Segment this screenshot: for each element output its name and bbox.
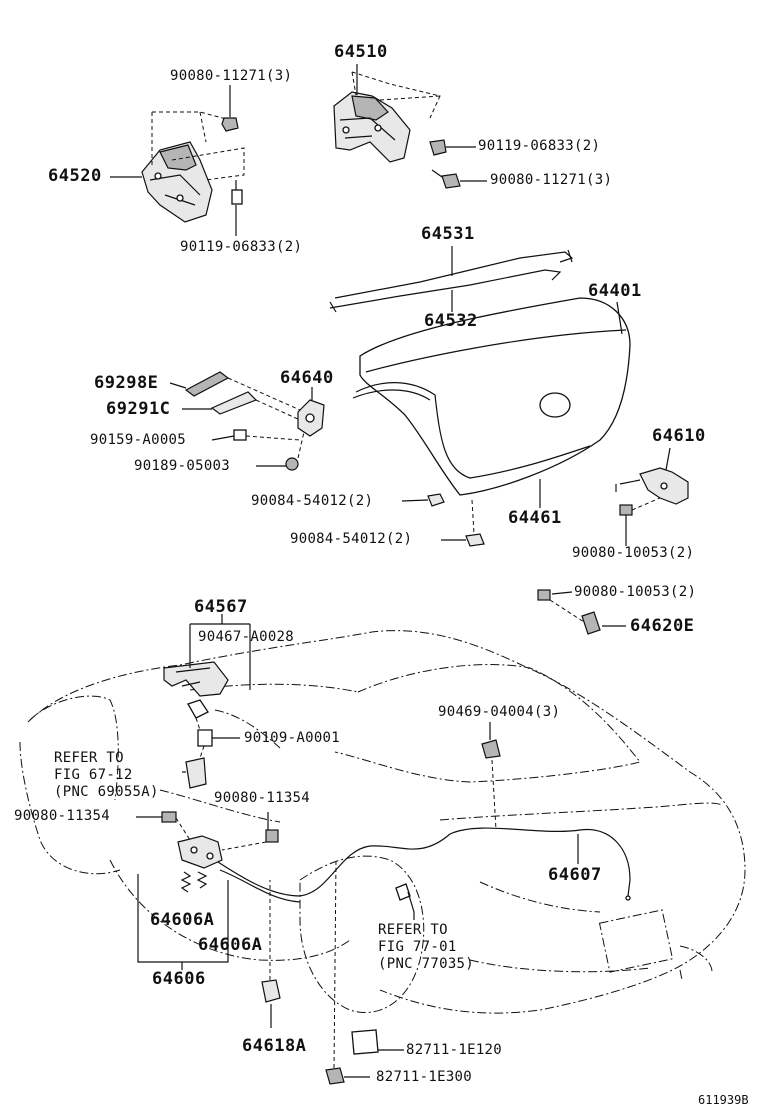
label-64531: 64531 bbox=[421, 224, 475, 244]
cover-69298E bbox=[184, 371, 230, 397]
label-90084-54012-a: 90084-54012(2) bbox=[251, 493, 374, 509]
label-64567: 64567 bbox=[194, 597, 248, 617]
clip-90159-A0005 bbox=[211, 429, 247, 441]
label-64606A-b: 64606A bbox=[198, 935, 263, 955]
label-64607: 64607 bbox=[548, 865, 602, 885]
bolt-90080-11354-a bbox=[136, 811, 191, 841]
bolt-90080-10053-a bbox=[619, 497, 661, 546]
label-90080-11354-a: 90080-11354 bbox=[14, 808, 111, 824]
label-90080-10053-a: 90080-10053(2) bbox=[572, 545, 695, 561]
cover-69291C bbox=[210, 391, 258, 415]
spring-64606A bbox=[180, 871, 208, 893]
grommet-90189-05003 bbox=[256, 457, 299, 471]
lever-69055A bbox=[182, 757, 207, 789]
label-90109-A0001: 90109-A0001 bbox=[244, 730, 341, 746]
actuator-77035 bbox=[395, 883, 415, 920]
label-refer-to-a: REFER TO bbox=[54, 750, 124, 766]
label-64606A-a: 64606A bbox=[150, 910, 215, 930]
clip-90109-A0001 bbox=[197, 729, 240, 747]
hinge-64510 bbox=[333, 91, 411, 163]
label-90080-11271-b: 90080-11271(3) bbox=[490, 172, 613, 188]
cushion-90084-54012-a bbox=[401, 493, 445, 507]
label-64401: 64401 bbox=[588, 281, 642, 301]
label-82711-1E300: 82711-1E300 bbox=[376, 1069, 473, 1085]
handle-64567 bbox=[163, 661, 229, 697]
clamp-82711-1E300 bbox=[325, 1067, 370, 1085]
label-pnc-77035: (PNC 77035) bbox=[378, 956, 475, 972]
label-90080-11271-a: 90080-11271(3) bbox=[170, 68, 293, 84]
label-64620E: 64620E bbox=[630, 616, 695, 636]
lock-cylinder-64640 bbox=[297, 399, 325, 437]
trunk-lid-64401 bbox=[359, 297, 631, 496]
cushion-90084-54012-b bbox=[441, 499, 485, 547]
label-64618A: 64618A bbox=[242, 1036, 307, 1056]
torsion-bars bbox=[329, 249, 574, 313]
label-pnc-69055a: (PNC 69055A) bbox=[54, 784, 159, 800]
bolt-90080-11271-left bbox=[221, 85, 239, 132]
striker-64620E bbox=[581, 611, 626, 635]
diagram-id: 611939B bbox=[698, 1093, 749, 1107]
label-90469-04004: 90469-04004(3) bbox=[438, 704, 561, 720]
bolt-90080-11271-right bbox=[431, 169, 487, 189]
label-64520: 64520 bbox=[48, 166, 102, 186]
label-90159-A0005: 90159-A0005 bbox=[90, 432, 187, 448]
label-90467-A0028: 90467-A0028 bbox=[198, 629, 295, 645]
label-90119-06833-b: 90119-06833(2) bbox=[478, 138, 601, 154]
label-64461: 64461 bbox=[508, 508, 562, 528]
clip-90469-04004 bbox=[481, 722, 501, 831]
label-90119-06833-a: 90119-06833(2) bbox=[180, 239, 303, 255]
clip-90467-A0028 bbox=[187, 699, 209, 719]
bolt-90080-10053-b bbox=[537, 589, 573, 601]
bolt-90119-06833-right bbox=[429, 139, 476, 156]
label-refer-to-b: REFER TO bbox=[378, 922, 448, 938]
bolt-90080-11354-b bbox=[221, 812, 279, 851]
label-69291C: 69291C bbox=[106, 399, 171, 419]
label-64606: 64606 bbox=[152, 969, 206, 989]
clamp-82711-1E120 bbox=[351, 1029, 404, 1055]
car-body-outline bbox=[19, 630, 746, 1014]
label-fig-67-12: FIG 67-12 bbox=[54, 767, 133, 783]
label-90080-10053-b: 90080-10053(2) bbox=[574, 584, 697, 600]
label-64532: 64532 bbox=[424, 311, 478, 331]
label-90189-05003: 90189-05003 bbox=[134, 458, 231, 474]
label-64510: 64510 bbox=[334, 42, 388, 62]
hinge-64520 bbox=[141, 141, 213, 223]
label-90080-11354-b: 90080-11354 bbox=[214, 790, 311, 806]
lock-64610 bbox=[615, 467, 689, 505]
clip-64618A bbox=[261, 880, 281, 1028]
label-64640: 64640 bbox=[280, 368, 334, 388]
label-90084-54012-b: 90084-54012(2) bbox=[290, 531, 413, 547]
label-69298E: 69298E bbox=[94, 373, 159, 393]
label-fig-77-01: FIG 77-01 bbox=[378, 939, 457, 955]
label-64610: 64610 bbox=[652, 426, 706, 446]
label-82711-1E120: 82711-1E120 bbox=[406, 1042, 503, 1058]
opener-lever-64606 bbox=[177, 835, 223, 869]
bolt-90119-06833-left bbox=[231, 180, 243, 236]
